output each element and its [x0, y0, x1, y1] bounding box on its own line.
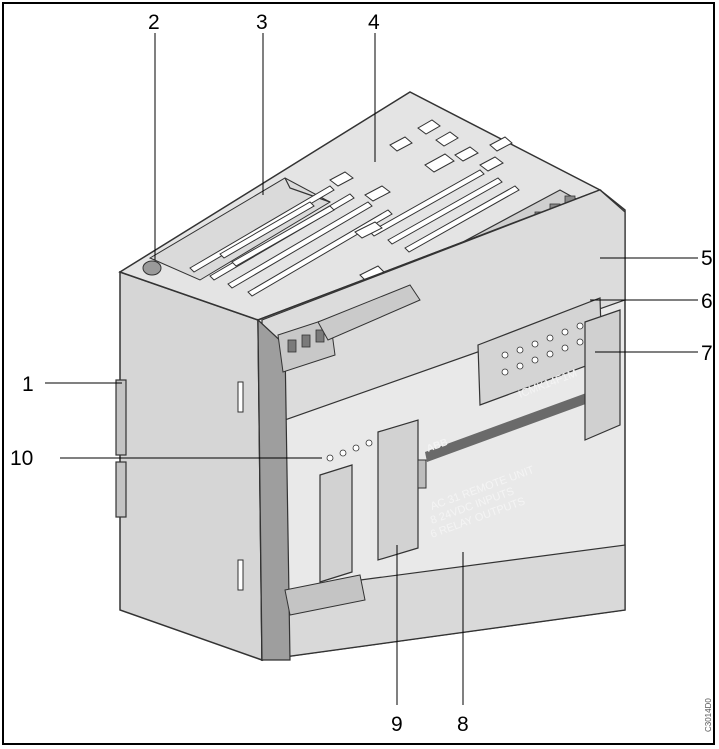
callout-7: 7 [701, 342, 713, 365]
callout-10: 10 [10, 447, 33, 470]
left-terminal-screws [287, 329, 325, 353]
side-slot-upper [237, 381, 244, 413]
small-leds [326, 439, 373, 462]
callout-6: 6 [701, 290, 713, 313]
status-leds [501, 322, 584, 376]
callout-5: 5 [701, 247, 713, 270]
ventilation-slots [189, 169, 520, 297]
right-door [584, 309, 621, 441]
callout-1: 1 [22, 373, 34, 396]
model-stripe [425, 388, 602, 462]
front-door-latch [417, 459, 427, 489]
front-left-edge [257, 318, 291, 661]
din-rail-notch-top [115, 379, 127, 456]
side-slot-lower [237, 559, 244, 591]
callout-4: 4 [368, 11, 380, 34]
center-bridge [317, 284, 421, 341]
front-door [377, 419, 419, 561]
figure-code: C3014D0 [704, 698, 713, 732]
din-rail-notch-bottom [115, 461, 127, 518]
square-vents [329, 119, 513, 282]
lower-bracket [284, 574, 366, 616]
device-left-side [119, 270, 263, 662]
callout-8: 8 [457, 713, 469, 736]
callout-3: 3 [256, 11, 268, 34]
cable-hook [142, 260, 162, 276]
left-door [319, 464, 353, 583]
callout-9: 9 [391, 713, 403, 736]
callout-2: 2 [148, 11, 160, 34]
leader-lines [45, 33, 698, 705]
